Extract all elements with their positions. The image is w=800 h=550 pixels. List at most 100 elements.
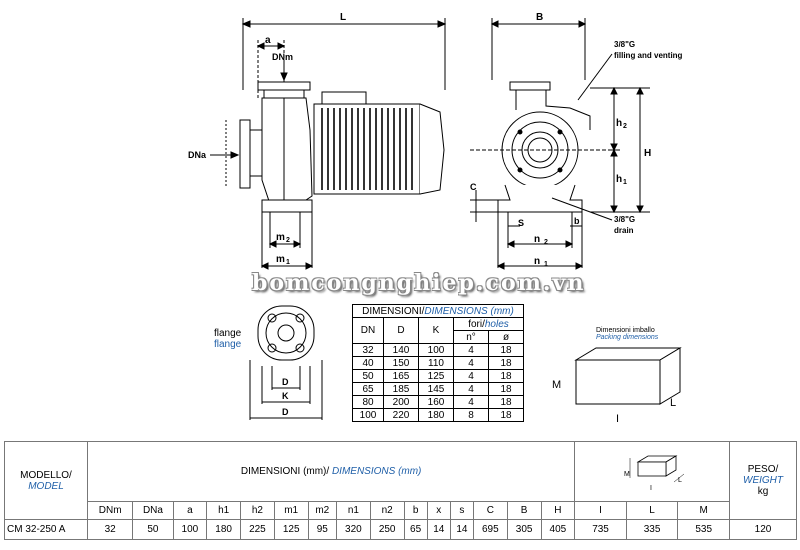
table-row: 50 165 125 4 18	[352, 369, 524, 383]
col-header: L	[625, 501, 679, 520]
cell: 160	[418, 395, 454, 409]
flange-col-d: D	[383, 317, 419, 344]
drain-note-text: drain	[614, 226, 634, 235]
cell: 40	[352, 356, 384, 370]
dims-header: DIMENSIONI (mm)/ DIMENSIONS (mm)	[86, 441, 576, 502]
col-header: m2	[307, 501, 338, 520]
flange-drawing: D K D	[249, 305, 323, 420]
packing-caption: Dimensioni imballo Packing dimensions	[596, 327, 658, 341]
cell: 140	[383, 343, 419, 357]
cell: 200	[383, 395, 419, 409]
cell: 145	[418, 382, 454, 396]
cell: 50	[352, 369, 384, 383]
dim-n2-label: n	[534, 234, 540, 245]
dim-h2-sub: 2	[623, 123, 627, 130]
cell: 4	[453, 343, 489, 357]
dim-C-label: C	[470, 182, 477, 192]
flange-table-title: DIMENSIONI/DIMENSIONS (mm)	[352, 304, 524, 318]
packing-mini-icon: M L I	[624, 455, 685, 492]
value-cell: 305	[506, 519, 542, 540]
flange-table-title-it: DIMENSIONI/	[362, 305, 425, 317]
dim-m1-sub: 1	[286, 259, 290, 266]
col-header: H	[540, 501, 576, 520]
mini-M: M	[624, 471, 630, 478]
fill-note-text: filling and venting	[614, 51, 683, 60]
flange-label-en: flange	[214, 339, 242, 350]
weight-unit: kg	[757, 486, 769, 497]
col-header: I	[574, 501, 627, 520]
col-header: M	[677, 501, 730, 520]
packing-title-it: Dimensioni imballo	[596, 327, 655, 334]
flange-dim-outer-D: D	[282, 407, 289, 417]
dim-n1-sub: 1	[544, 261, 548, 268]
col-header: B	[506, 501, 542, 520]
drain-note-size: 3/8"G	[614, 215, 635, 224]
col-header: b	[403, 501, 428, 520]
packing-title-en: Packing dimensions	[596, 334, 659, 341]
cell: 165	[383, 369, 419, 383]
dims-header-it: DIMENSIONI (mm)/	[240, 466, 332, 477]
dim-L-label: L	[340, 12, 346, 23]
col-header: DNa	[132, 501, 174, 520]
cell: 150	[383, 356, 419, 370]
holes-it: fori/	[468, 318, 485, 330]
col-header: m1	[273, 501, 309, 520]
cell: 4	[453, 356, 489, 370]
dim-a-label: a	[265, 35, 271, 46]
model-header: MODELLO/ MODEL	[4, 441, 88, 520]
dim-h1-sub: 1	[623, 179, 627, 186]
cell: 65	[352, 382, 384, 396]
table-row: 32 140 100 4 18	[352, 343, 524, 357]
value-cell: 100	[172, 519, 208, 540]
flange-dim-inner-D: D	[282, 377, 289, 387]
flange-col-hole-diameter: ø	[488, 330, 524, 344]
col-header: h1	[206, 501, 242, 520]
dim-B-label: B	[536, 12, 543, 23]
dim-n1-label: n	[534, 256, 540, 267]
col-header: n2	[369, 501, 405, 520]
cell: 220	[383, 408, 419, 422]
col-header: DNm	[86, 501, 134, 520]
dim-S-label: S	[518, 218, 524, 228]
holes-en: holes	[484, 318, 509, 330]
col-header: s	[449, 501, 474, 520]
cell: 185	[383, 382, 419, 396]
flange-label: flange	[214, 328, 242, 339]
dim-H-label: H	[644, 148, 651, 159]
weight-header: PESO/ WEIGHT kg	[729, 441, 797, 520]
col-header: n1	[336, 501, 371, 520]
cell: 4	[453, 395, 489, 409]
col-header: x	[426, 501, 451, 520]
cell: 18	[488, 369, 524, 383]
value-cell: 125	[273, 519, 309, 540]
cell: 4	[453, 382, 489, 396]
cell: 18	[488, 382, 524, 396]
flange-dim-K: K	[282, 391, 289, 401]
value-cell: 225	[240, 519, 275, 540]
value-cell: 250	[369, 519, 405, 540]
flange-col-k: K	[418, 317, 454, 344]
value-cell: 95	[307, 519, 338, 540]
watermark: bomcongnghiep.com.vn	[252, 270, 586, 296]
dimensions-table: MODELLO/ MODEL DIMENSIONI (mm)/ DIMENSIO…	[4, 441, 797, 540]
weight-cell: 120	[729, 519, 797, 540]
dim-b-label: b	[574, 216, 580, 226]
side-view	[210, 18, 447, 270]
value-cell: 320	[336, 519, 371, 540]
cell: 32	[352, 343, 384, 357]
cell: 8	[453, 408, 489, 422]
value-cell: 405	[540, 519, 576, 540]
flange-table-title-en: DIMENSIONS (mm)	[424, 305, 514, 317]
value-cell: 535	[677, 519, 730, 540]
table-row: 65 185 145 4 18	[352, 382, 524, 396]
fill-note-size: 3/8"G	[614, 40, 635, 49]
cell: 110	[418, 356, 454, 370]
flange-col-hole-count: n°	[453, 330, 489, 344]
value-cell: 50	[132, 519, 174, 540]
cell: 4	[453, 369, 489, 383]
model-header-en: MODEL	[28, 480, 64, 492]
cell: 18	[488, 356, 524, 370]
dim-h2-label: h	[616, 118, 622, 129]
dim-DNm-label: DNm	[272, 52, 293, 62]
mini-L: L	[678, 477, 682, 484]
